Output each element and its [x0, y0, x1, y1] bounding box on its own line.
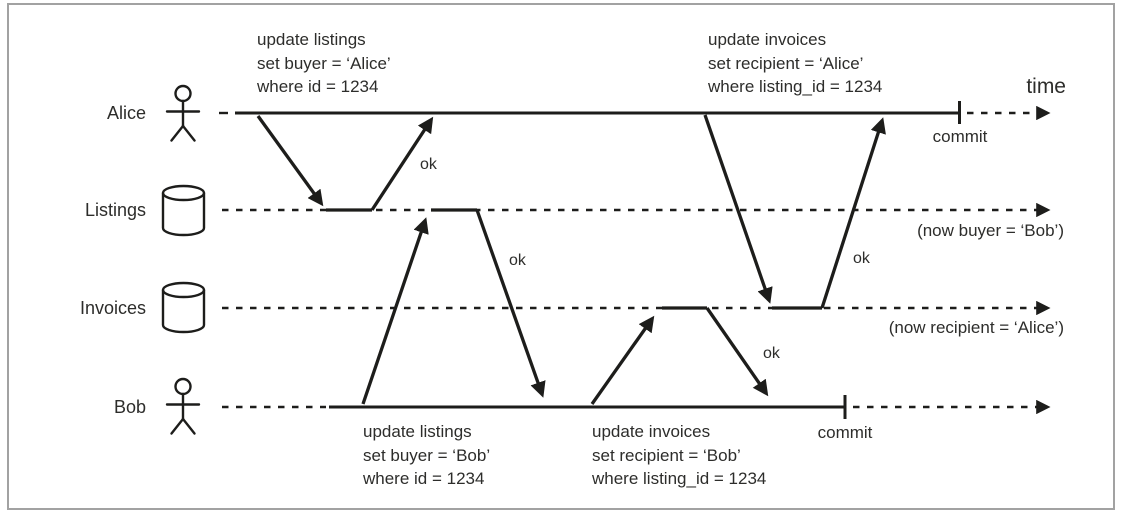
sql-annotation-alice-update-listings: update listings set buyer = ‘Alice’ wher…: [257, 28, 391, 99]
ok-label-bob-listings: ok: [509, 252, 526, 269]
lane-label-alice: Alice: [106, 103, 146, 123]
lane-label-bob: Bob: [113, 397, 146, 417]
sql-annotation-bob-update-listings: update listings set buyer = ‘Bob’ where …: [363, 420, 490, 491]
sql-line: set recipient = ‘Alice’: [708, 53, 864, 73]
sql-line: update invoices: [592, 422, 711, 441]
time-axis-label: time: [1026, 75, 1066, 98]
ok-label-bob-invoices: ok: [763, 345, 780, 362]
sql-line: set buyer = ‘Bob’: [363, 445, 491, 465]
sql-annotation-bob-update-invoices: update invoices set recipient = ‘Bob’ wh…: [592, 420, 766, 491]
sql-line: where listing_id = 1234: [708, 77, 883, 96]
alice-timeline: [219, 101, 1051, 124]
now-recipient-annotation: (now recipient = ‘Alice’): [888, 318, 1064, 337]
bob-person-icon: [165, 377, 201, 435]
bob-timeline: [222, 395, 1051, 419]
sql-line: where id = 1234: [257, 77, 379, 96]
alice-update-invoices-ok-arrow: [820, 117, 886, 309]
lane-label-invoices: Invoices: [79, 298, 146, 318]
invoices-database-icon: [161, 281, 206, 334]
bob-update-listings-request-arrow: [361, 217, 429, 405]
ok-label-alice-listings: ok: [420, 156, 437, 173]
sql-line: update listings: [257, 30, 366, 49]
sql-line: update listings: [363, 422, 472, 441]
commit-label-bob: commit: [817, 423, 873, 442]
sql-line: update invoices: [708, 30, 827, 49]
alice-update-invoices-request-arrow: [703, 114, 773, 304]
bob-update-invoices-ok-arrow: [705, 307, 769, 397]
alice-update-listings-ok-arrow: [370, 116, 434, 211]
alice-person-icon: [165, 84, 201, 142]
sql-line: set buyer = ‘Alice’: [257, 53, 391, 73]
sql-line: where listing_id = 1234: [592, 469, 767, 488]
listings-database-icon: [161, 184, 206, 237]
bob-update-invoices-request-arrow: [590, 315, 655, 405]
lane-label-listings: Listings: [84, 200, 146, 220]
alice-update-listings-request-arrow: [256, 115, 324, 207]
sql-line: set recipient = ‘Bob’: [592, 445, 741, 465]
bob-update-listings-ok-arrow: [475, 209, 546, 398]
ok-label-alice-invoices: ok: [853, 250, 870, 267]
commit-label-alice: commit: [932, 127, 988, 146]
sql-line: where id = 1234: [363, 469, 485, 488]
sql-annotation-alice-update-invoices: update invoices set recipient = ‘Alice’ …: [708, 28, 882, 99]
now-buyer-annotation: (now buyer = ‘Bob’): [917, 221, 1064, 240]
diagram-border: [7, 3, 1115, 510]
